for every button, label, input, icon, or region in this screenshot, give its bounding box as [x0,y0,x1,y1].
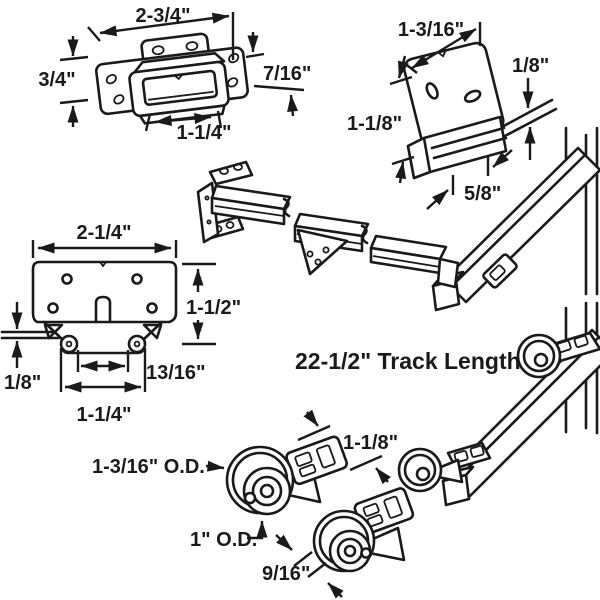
dim-roller-wheel-width [275,534,344,599]
track-splice-piece-rear [196,160,292,244]
dim-label-roller-bracket-width: 1-1/8" [343,432,398,454]
dim-roller-small-od [247,520,268,540]
dim-label-guide-width: 1-3/16" [398,19,464,41]
mounted-roller-bottom [397,441,492,493]
dim-bracket-base [59,348,147,393]
dim-bracket-width [31,240,178,258]
dim-label-roller-wheel-width: 9/16" [262,563,310,585]
lower-track-rail [397,328,600,507]
dim-roller-bracket-width [297,409,391,485]
dim-hole-spacing [76,350,130,372]
dim-guide-height [389,55,415,184]
dim-label-bracket-height: 1-1/2" [186,297,241,319]
dim-label-bracket-base: 1-1/4" [76,404,131,426]
back-plate-part [94,32,249,125]
upper-track-rail [431,146,600,312]
dim-label-channel-width: 5/8" [464,183,501,205]
guide-channel [406,115,508,180]
guide-rail-bar [498,98,558,139]
bracket-plate-part [31,260,178,355]
track-splice-piece-middle [293,212,370,276]
roller-assembly-large [225,435,349,516]
dim-socket-width [144,110,223,132]
dim-label-roller-large-od: 1-3/16" O.D. [92,456,205,478]
dim-label-bracket-width: 2-1/4" [76,222,131,244]
dim-back-plate-width [87,12,235,60]
track-splice-piece-front [369,234,460,289]
track-length-label: 22-1/2" Track Length [295,348,521,374]
dim-rail-thickness [522,78,536,160]
dim-label-socket-height: 7/16" [263,63,311,85]
dim-roller-large-od [205,460,225,472]
dim-label-rail-thickness: 1/8" [512,55,549,77]
dim-back-plate-height [59,36,89,127]
dim-label-roller-small-od: 1" O.D. [190,529,257,551]
rail-clip [482,253,518,289]
dim-label-back-plate-width: 2-3/4" [135,5,190,27]
dim-channel-width [426,149,513,210]
dim-label-bracket-lip: 1/8" [4,372,41,394]
dim-socket-height [245,32,305,117]
mounted-roller-top [516,331,600,379]
dim-label-back-plate-height: 3/4" [38,69,75,91]
roller-assembly-small [312,487,415,573]
dim-label-guide-height: 1-1/8" [347,113,402,135]
dim-label-socket-width: 1-1/4" [176,122,231,144]
dim-bracket-height [182,262,216,346]
guide-part [402,41,508,180]
dim-label-hole-spacing: 13/16" [146,362,206,384]
